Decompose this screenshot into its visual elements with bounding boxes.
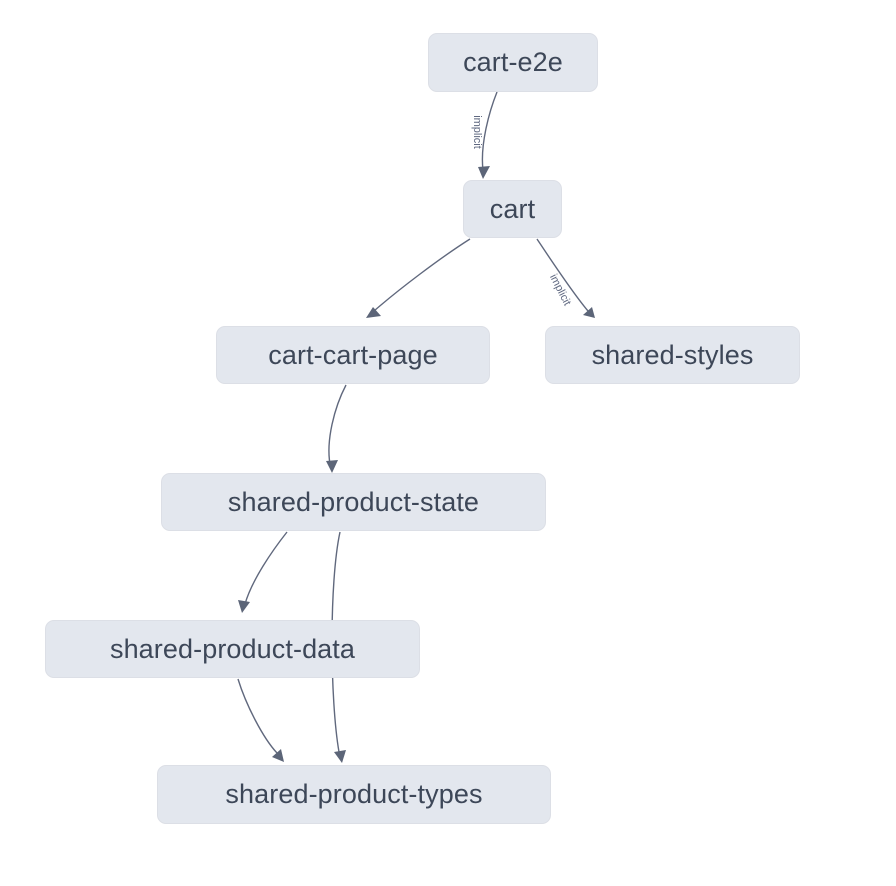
node-label: shared-product-types <box>225 779 483 809</box>
edge-shared-product-data-to-shared-product-types <box>237 678 284 762</box>
arrow-head-icon <box>583 307 595 318</box>
node-shared-product-types[interactable]: shared-product-types <box>157 765 551 824</box>
node-label: shared-styles <box>591 339 754 370</box>
node-shared-product-data[interactable]: shared-product-data <box>45 620 420 678</box>
node-label: cart-e2e <box>463 47 563 77</box>
node-label: cart <box>489 193 536 224</box>
node-label: shared-product-state <box>227 486 480 517</box>
arrow-head-icon <box>326 460 338 473</box>
edge-cart-to-cart-cart-page <box>366 238 471 318</box>
arrow-head-icon <box>478 166 490 179</box>
node-cart-e2e[interactable]: cart-e2e <box>428 33 598 92</box>
node-label: cart-cart-page <box>268 339 438 370</box>
edge-path <box>373 238 471 312</box>
node-shared-product-state[interactable]: shared-product-state <box>161 473 546 531</box>
node-shared-styles[interactable]: shared-styles <box>545 326 800 384</box>
node-cart-cart-page[interactable]: cart-cart-page <box>216 326 490 384</box>
edge-cart-to-shared-styles <box>536 238 595 318</box>
edge-path <box>237 678 278 754</box>
node-cart[interactable]: cart <box>463 180 562 238</box>
node-label: shared-product-data <box>109 633 356 664</box>
edge-cart-e2e-to-cart <box>478 91 498 179</box>
arrow-head-icon <box>238 600 250 613</box>
edge-cart-cart-page-to-shared-product-state <box>326 384 347 473</box>
edge-shared-product-state-to-shared-product-data <box>238 531 288 613</box>
arrow-head-icon <box>272 749 284 762</box>
edge-path <box>328 384 347 465</box>
arrow-head-icon <box>366 307 381 318</box>
edge-path <box>481 91 498 171</box>
edge-path <box>244 531 288 605</box>
edge-path <box>536 238 589 312</box>
arrow-head-icon <box>334 750 346 763</box>
